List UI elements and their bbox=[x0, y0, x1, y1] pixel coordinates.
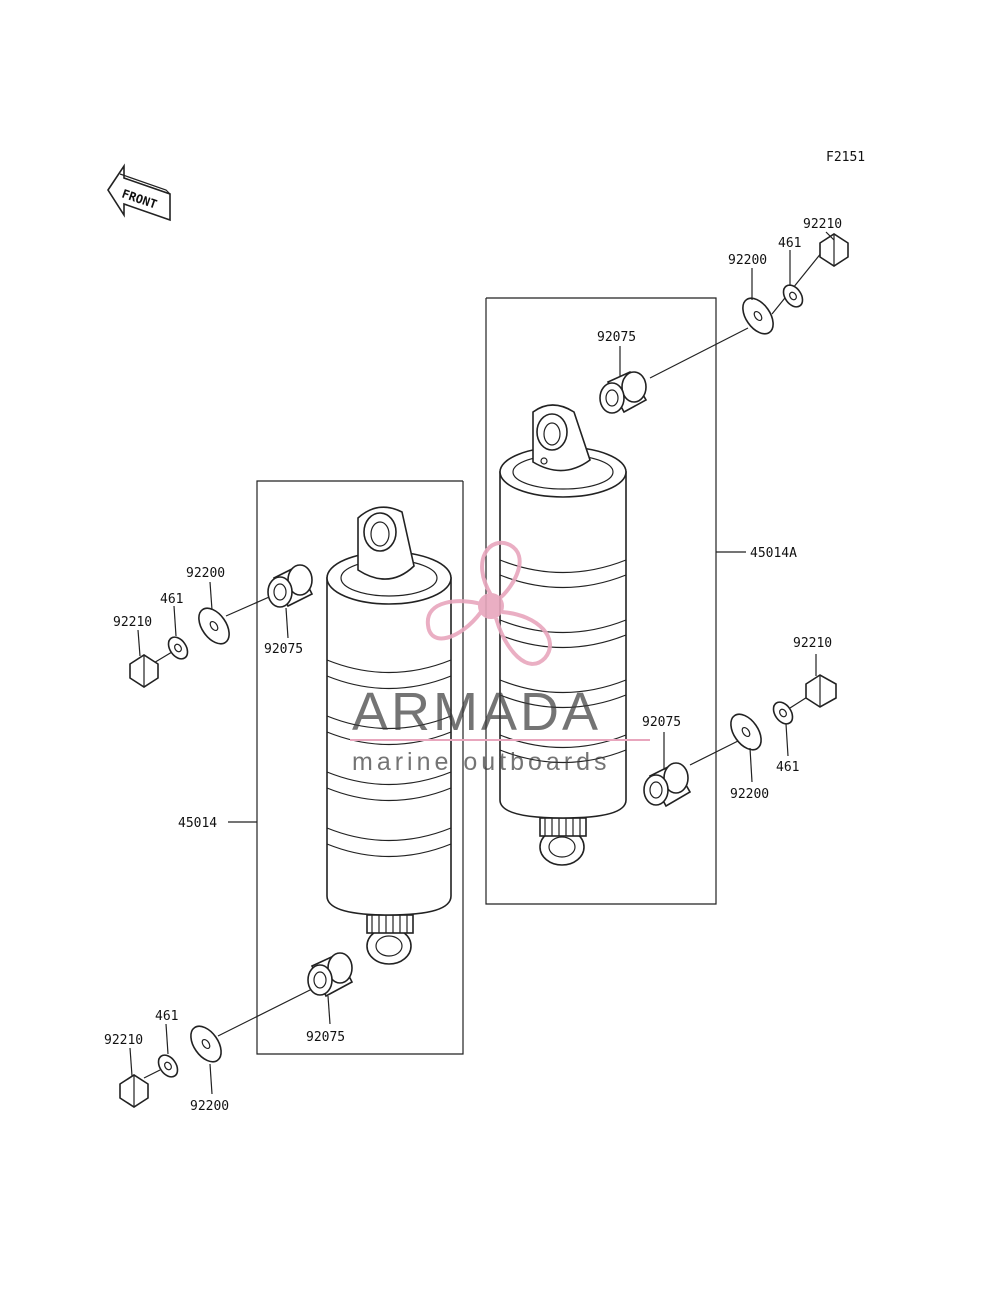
right-top-washer-small bbox=[782, 284, 804, 308]
right-bottom-washer-large bbox=[730, 713, 762, 751]
left-bottom-washer-small bbox=[157, 1054, 179, 1078]
callout-left-bottom-nut: 92210 bbox=[104, 1033, 143, 1048]
callout-left-top-washer-small: 461 bbox=[160, 592, 183, 607]
left-bottom-washer-large bbox=[190, 1025, 222, 1063]
watermark-tagline: marine outboards bbox=[352, 748, 611, 776]
right-shock-box bbox=[485, 297, 746, 905]
right-top-washer-large bbox=[742, 297, 774, 335]
callout-right-bottom-nut: 92210 bbox=[793, 636, 832, 651]
left-bottom-collar bbox=[307, 952, 354, 998]
callout-right-bottom-collar: 92075 bbox=[642, 715, 681, 730]
callout-left-top-nut: 92210 bbox=[113, 615, 152, 630]
left-shock-absorber bbox=[326, 506, 452, 965]
left-top-washer-large bbox=[198, 607, 230, 645]
armada-watermark: ARMADA marine outboards bbox=[350, 541, 650, 776]
left-shock-box bbox=[228, 480, 464, 1055]
right-shock-absorber bbox=[499, 404, 627, 866]
left-top-hardware bbox=[129, 564, 314, 688]
left-bottom-hardware bbox=[119, 952, 354, 1108]
right-bottom-washer-small bbox=[772, 701, 794, 725]
callout-labels: 92210 461 92200 92075 45014A 92075 92210… bbox=[104, 217, 842, 1114]
watermark-brand: ARMADA bbox=[352, 682, 601, 742]
left-top-collar bbox=[267, 564, 314, 608]
callout-right-top-washer-small: 461 bbox=[778, 236, 801, 251]
right-top-hardware bbox=[599, 231, 849, 414]
callout-left-assembly: 45014 bbox=[178, 816, 217, 831]
callout-right-bottom-washer-large: 92200 bbox=[730, 787, 769, 802]
left-top-nut bbox=[129, 654, 159, 688]
callout-right-top-washer-large: 92200 bbox=[728, 253, 767, 268]
callout-left-top-washer-large: 92200 bbox=[186, 566, 225, 581]
front-direction-arrow: FRONT bbox=[107, 163, 171, 222]
right-bottom-hardware bbox=[643, 654, 837, 808]
left-bottom-nut bbox=[119, 1074, 149, 1108]
right-bottom-nut bbox=[805, 674, 837, 708]
callout-right-bottom-washer-small: 461 bbox=[776, 760, 799, 775]
right-top-collar bbox=[599, 370, 648, 414]
right-bottom-collar bbox=[643, 762, 692, 808]
right-top-nut bbox=[819, 233, 849, 267]
callout-right-assembly: 45014A bbox=[750, 546, 797, 561]
left-top-washer-small bbox=[167, 636, 189, 660]
propeller-logo-icon bbox=[425, 541, 552, 666]
callout-right-top-nut: 92210 bbox=[803, 217, 842, 232]
callout-left-bottom-collar: 92075 bbox=[306, 1030, 345, 1045]
callout-left-bottom-washer-large: 92200 bbox=[190, 1099, 229, 1114]
callout-right-top-collar: 92075 bbox=[597, 330, 636, 345]
callout-left-top-collar: 92075 bbox=[264, 642, 303, 657]
figure-code: F2151 bbox=[826, 150, 865, 165]
callout-left-bottom-washer-small: 461 bbox=[155, 1009, 178, 1024]
